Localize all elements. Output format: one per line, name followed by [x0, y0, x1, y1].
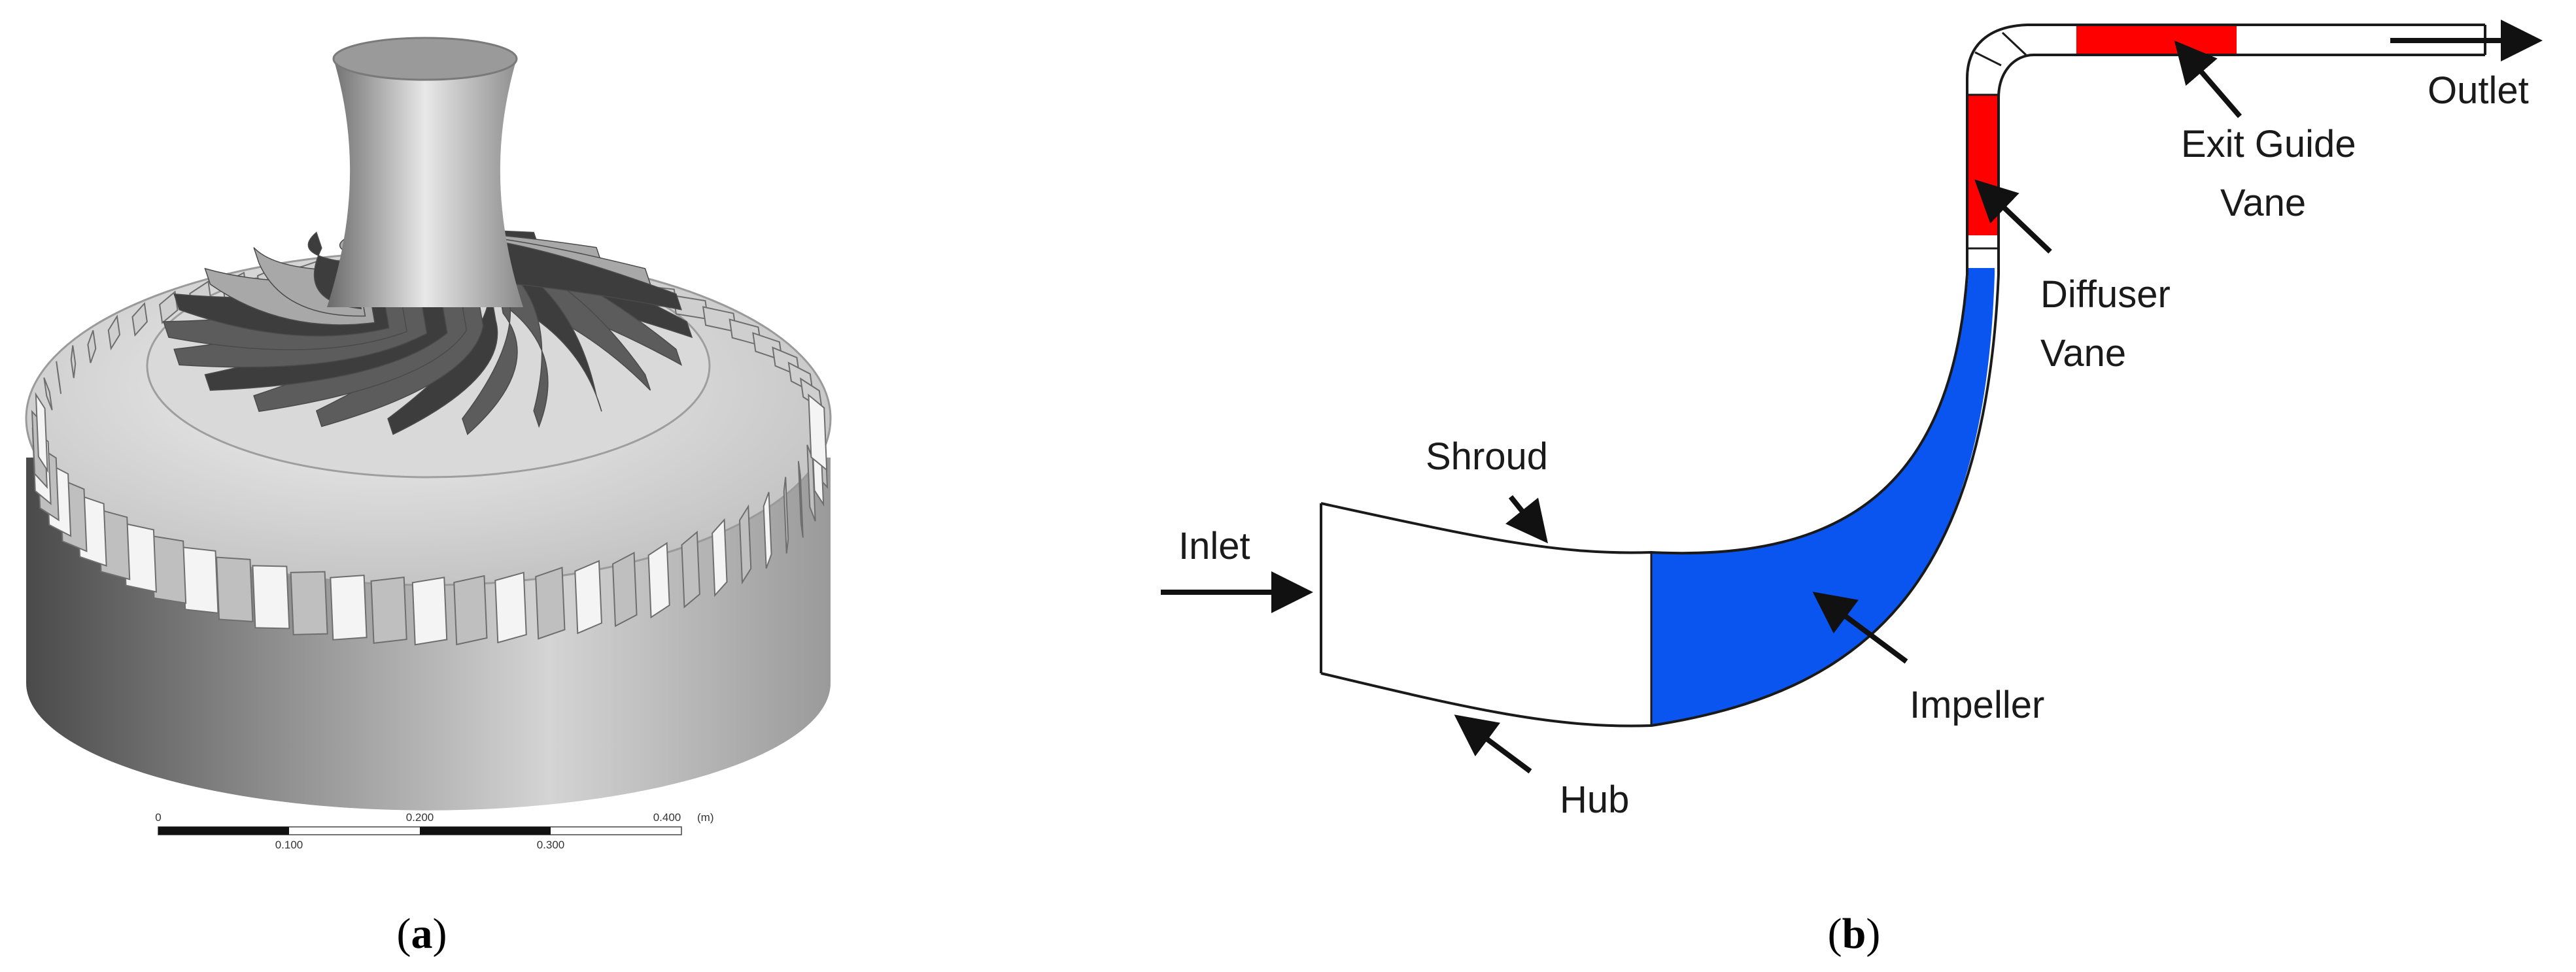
diffuser-vane [712, 518, 728, 597]
diffuser-vane [252, 565, 290, 629]
inlet-label: Inlet [1178, 525, 1250, 567]
diffuser-pointer-arrow [1974, 179, 2052, 254]
diffuser-vane [738, 504, 752, 585]
diffuser-vane [150, 535, 187, 604]
inlet-cone-opening [332, 37, 518, 81]
diffuser-vane-region [1967, 95, 1999, 235]
egv-label-line1: Exit Guide [2181, 123, 2356, 165]
inlet-cone [327, 59, 523, 307]
egv-label-line2: Vane [2220, 182, 2306, 224]
diffuser-vane [182, 546, 219, 614]
impeller-label: Impeller [1910, 684, 2044, 726]
bend-line-1 [1974, 51, 2002, 67]
diffuser-vane [43, 377, 53, 411]
hub-label: Hub [1560, 779, 1629, 821]
shroud-wall [1320, 24, 2485, 555]
impeller-blade [387, 274, 498, 435]
panel-a-caption: (a) [397, 910, 447, 958]
diffuser-vane [122, 522, 157, 593]
panel-b-caption: (b) [1828, 910, 1881, 958]
hub-pointer-arrow [1454, 714, 1532, 774]
scale-label-0-300: 0.300 [537, 839, 565, 851]
bend-line-2 [2001, 31, 2027, 56]
diffuser-vane [411, 577, 448, 646]
diffuser-vane [70, 345, 77, 378]
panel-b-meridional-section: Inlet Outlet Shroud Hub Impeller Diffuse… [1161, 20, 2543, 821]
shroud-pointer-arrow [1505, 495, 1548, 544]
diffuser-vane-label-line1: Diffuser [2040, 273, 2171, 316]
shroud-label: Shroud [1426, 435, 1548, 478]
diffuser-vane [783, 477, 789, 554]
panel-a-compressor-model [25, 37, 832, 811]
diffuser-vane [215, 556, 254, 622]
diffuser-vane [763, 492, 772, 569]
diffuser-vane [159, 290, 179, 324]
diffuser-vane [35, 392, 48, 473]
scale-label-0-100: 0.100 [275, 839, 303, 851]
diffuser-vane [56, 361, 62, 394]
exit-guide-vane-region [2076, 25, 2237, 55]
diffuser-vane [647, 542, 670, 619]
diffuser-vane [494, 571, 527, 644]
diffuser-vane [290, 571, 328, 635]
impeller-region [1651, 268, 1995, 726]
egv-pointer-arrow [2174, 40, 2242, 118]
scale-label-0-200: 0.200 [406, 811, 434, 824]
scale-bar: 0 0.200 0.400 (m) 0.100 0.300 [155, 811, 713, 851]
diffuser-vane [797, 461, 804, 538]
scale-label-0: 0 [155, 811, 161, 824]
outlet-label: Outlet [2428, 69, 2529, 112]
scale-unit: (m) [697, 811, 713, 824]
diffuser-vane [370, 576, 407, 645]
diffuser-vane [535, 566, 566, 640]
diffuser-vane [131, 301, 148, 337]
diffuser-vane [107, 314, 121, 351]
diffuser-vane [808, 394, 828, 472]
diffuser-vane [87, 330, 97, 363]
diffuser-vane [330, 575, 368, 641]
impeller-pointer-arrow [1812, 592, 1908, 664]
diffuser-vane-label-line2: Vane [2040, 332, 2126, 375]
scale-label-0-400: 0.400 [653, 811, 681, 824]
diffuser-vane [681, 530, 700, 609]
hub-wall [1320, 54, 2485, 728]
diffuser-vane [574, 560, 602, 635]
diffuser-vane [453, 575, 488, 646]
diffuser-vane [611, 552, 638, 628]
